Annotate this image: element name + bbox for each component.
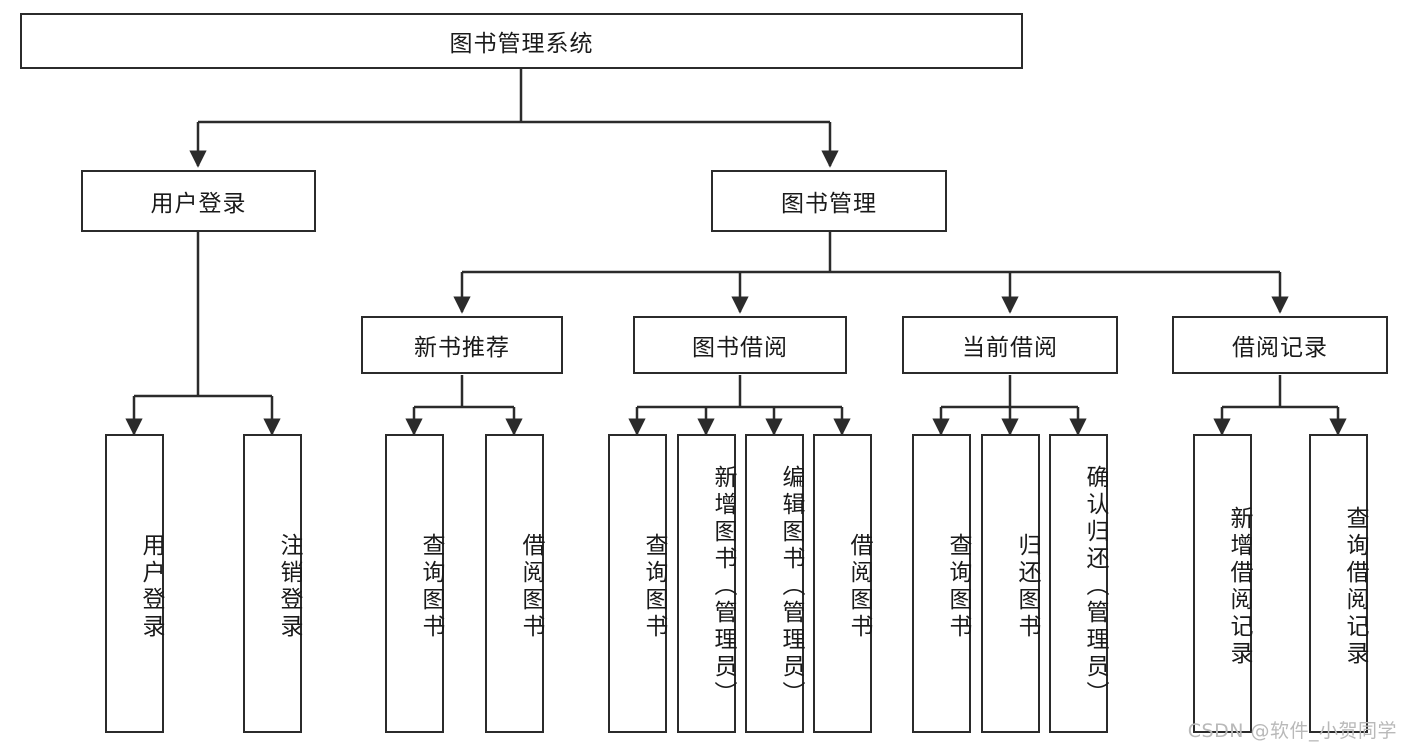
node-book-management[interactable]: 图书管理 (711, 170, 947, 232)
node-label: 用户登录 (150, 191, 247, 217)
leaf-query-book-current[interactable]: 查询图书 (912, 434, 971, 733)
node-borrow-record[interactable]: 借阅记录 (1172, 316, 1388, 374)
node-label: 新增图书（管理员） (710, 465, 736, 708)
node-label: 编辑图书（管理员） (778, 465, 804, 708)
node-label: 借阅图书 (846, 532, 872, 641)
node-book-borrow[interactable]: 图书借阅 (633, 316, 847, 374)
leaf-add-borrow-record[interactable]: 新增借阅记录 (1193, 434, 1252, 733)
node-label: 当前借阅 (962, 335, 1058, 361)
node-label: 查询借阅记录 (1342, 505, 1368, 668)
node-label: 查询图书 (641, 532, 667, 641)
leaf-user-login[interactable]: 用户登录 (105, 434, 164, 733)
node-label: 用户登录 (138, 532, 164, 641)
leaf-query-book-borrow[interactable]: 查询图书 (608, 434, 667, 733)
node-current-borrow[interactable]: 当前借阅 (902, 316, 1118, 374)
node-label: 新增借阅记录 (1226, 505, 1252, 668)
leaf-return-book[interactable]: 归还图书 (981, 434, 1040, 733)
node-label: 归还图书 (1014, 532, 1040, 641)
node-label: 借阅图书 (518, 532, 544, 641)
node-label: 图书管理 (781, 191, 877, 217)
node-label: 图书借阅 (692, 335, 788, 361)
node-user-login[interactable]: 用户登录 (81, 170, 316, 232)
node-root-book-management-system[interactable]: 图书管理系统 (20, 13, 1023, 69)
leaf-add-book-admin[interactable]: 新增图书（管理员） (677, 434, 736, 733)
watermark-text: CSDN @软件_小贺同学 (1187, 720, 1397, 742)
leaf-confirm-return-admin[interactable]: 确认归还（管理员） (1049, 434, 1108, 733)
leaf-query-book-recommend[interactable]: 查询图书 (385, 434, 444, 733)
leaf-query-borrow-record[interactable]: 查询借阅记录 (1309, 434, 1368, 733)
node-label: 新书推荐 (414, 335, 510, 361)
node-new-book-recommend[interactable]: 新书推荐 (361, 316, 563, 374)
node-label: 确认归还（管理员） (1082, 465, 1108, 708)
leaf-edit-book-admin[interactable]: 编辑图书（管理员） (745, 434, 804, 733)
node-label: 图书管理系统 (449, 31, 594, 57)
node-label: 注销登录 (276, 532, 302, 641)
leaf-borrow-book-recommend[interactable]: 借阅图书 (485, 434, 544, 733)
node-label: 借阅记录 (1232, 335, 1328, 361)
node-label: 查询图书 (418, 532, 444, 641)
leaf-logout[interactable]: 注销登录 (243, 434, 302, 733)
node-label: 查询图书 (945, 532, 971, 641)
leaf-borrow-book[interactable]: 借阅图书 (813, 434, 872, 733)
